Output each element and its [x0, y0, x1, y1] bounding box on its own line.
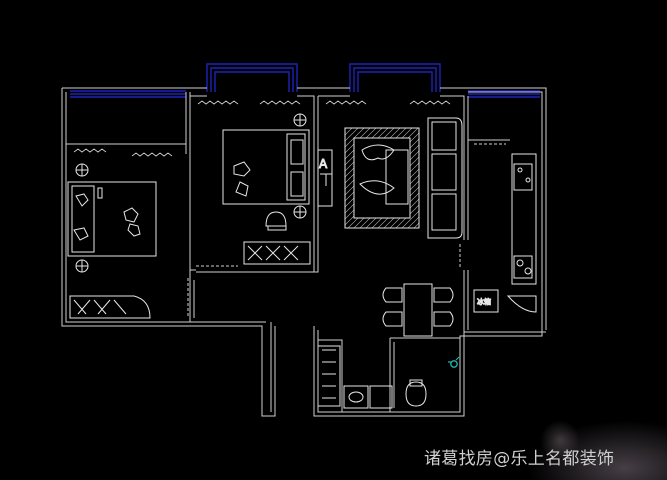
- walls: [61, 87, 547, 417]
- dining-set: [382, 283, 454, 337]
- shower-head: [448, 356, 460, 368]
- watermark-glow-small: [540, 420, 580, 460]
- bay-window-master: [206, 63, 298, 92]
- watermark-glow: [527, 420, 667, 480]
- second-bedroom-wardrobe: [69, 295, 151, 319]
- sofa: [427, 117, 463, 239]
- bathroom-fixtures: [318, 345, 427, 409]
- section-marker: A: [319, 157, 328, 171]
- living-room-rug: [344, 127, 420, 229]
- window-left: [70, 90, 186, 98]
- second-bedroom-bed: [67, 163, 157, 273]
- door-openings: [86, 143, 506, 318]
- window-kitchen: [468, 90, 540, 98]
- tv-stand: A: [317, 149, 333, 207]
- curtains: [73, 100, 451, 157]
- kitchen-counter: 冰箱: [473, 153, 537, 313]
- master-bed: [222, 113, 310, 231]
- master-wardrobe: [243, 241, 311, 265]
- fridge-label: 冰箱: [477, 297, 491, 306]
- bay-window-living: [349, 63, 441, 92]
- watermark-text: 诸葛找房@乐上名都装饰: [424, 449, 615, 469]
